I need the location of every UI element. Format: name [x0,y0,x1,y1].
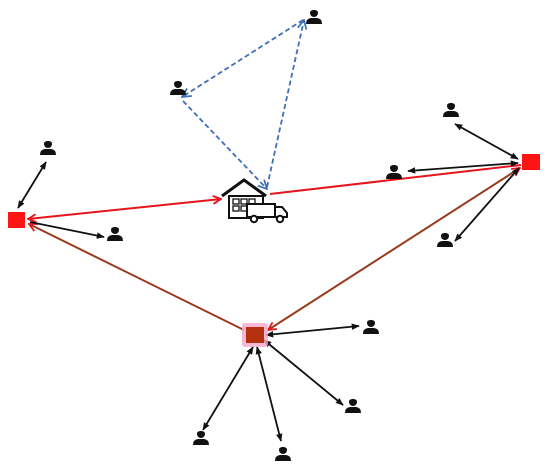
main-routes [28,164,521,331]
brown-route-bottom-depot-to-left-depot [29,224,245,331]
red-route-left-depot-to-warehouse [28,199,221,219]
link-right-depot-bottom-person [454,167,520,242]
warehouse-truck-icon [221,178,288,224]
brown-route-right-depot-to-bottom-depot [268,168,520,330]
link-bottom-depot-bottom-person [255,346,283,442]
blue-arrow-warehouse-to-top-person [266,20,304,188]
person-icon [106,225,124,242]
person-icon [192,429,210,446]
person-icon [362,318,380,335]
link-right-depot-top-person [454,123,519,160]
person-icon [39,139,57,156]
left-depot-square-icon [8,212,25,228]
link-bottom-depot-right-person [265,323,360,338]
person-icon [305,8,323,25]
blue-arrow-left-person-to-warehouse [182,100,267,189]
link-bottom-depot-lower-right-person [263,339,344,406]
blue-dashed-loop [182,20,304,189]
link-left-depot-top-person [17,161,47,209]
person-icon [169,79,187,96]
customer-links [17,123,520,442]
depots [8,154,540,347]
bottom-depot-square-icon [246,327,264,343]
right-depot-square-icon [522,154,540,170]
blue-arrow-top-to-left-person [182,19,304,97]
person-icon [442,101,460,118]
person-icon [274,445,292,462]
person-icon [344,397,362,414]
customers [39,8,460,462]
link-left-depot-right-person [29,221,105,239]
person-icon [385,163,403,180]
link-bottom-depot-lower-left-person [202,346,254,431]
link-right-depot-left-person [407,160,519,174]
person-icon [436,231,454,248]
